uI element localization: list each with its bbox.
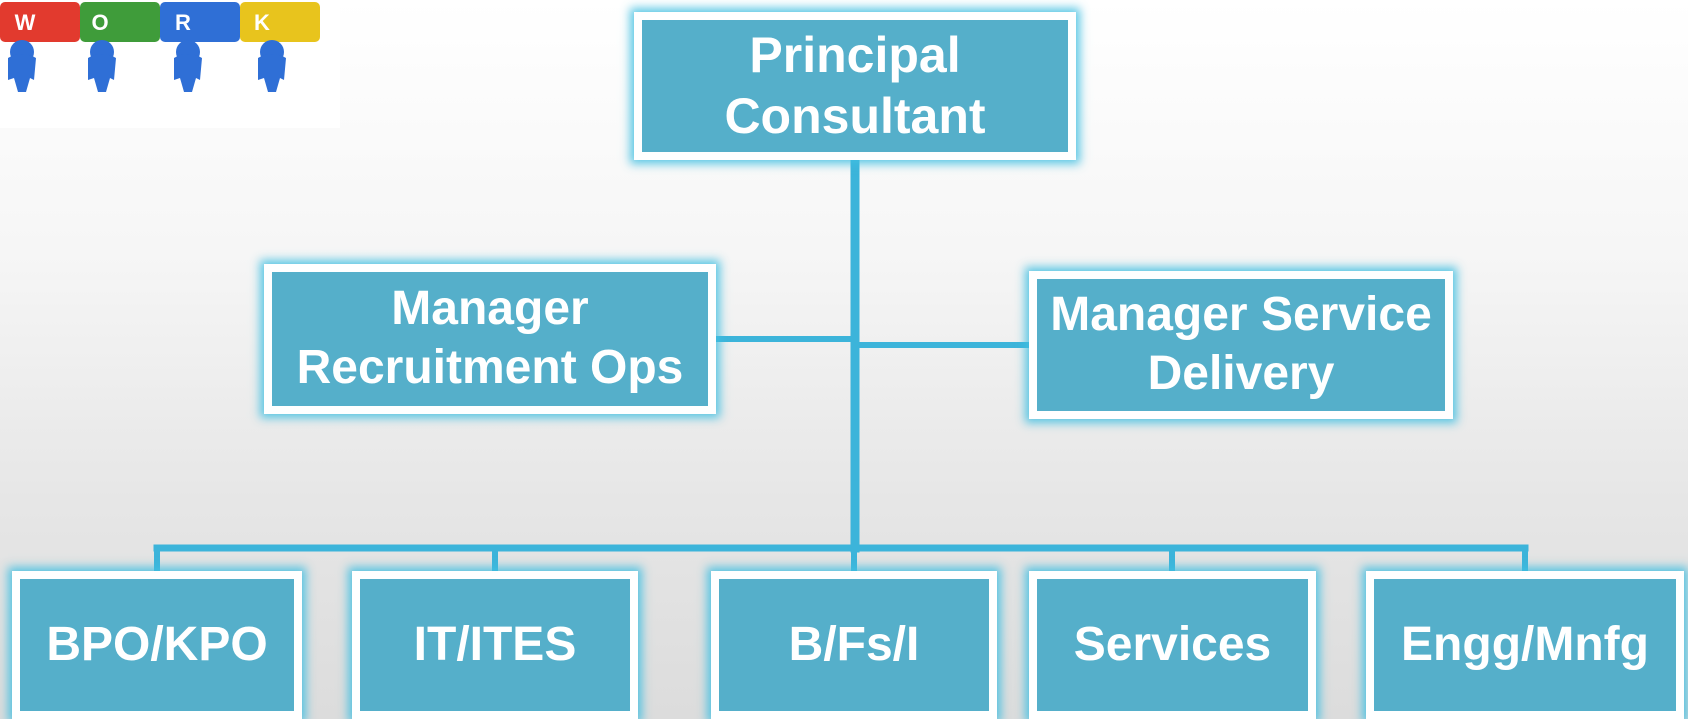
vertical-box-bfsi: B/Fs/I: [711, 571, 997, 719]
teamwork-logo: W O R K: [0, 0, 340, 128]
vertical-label-bpo-kpo: BPO/KPO: [46, 617, 268, 671]
manager-service-delivery-line-1: Manager Service: [1050, 288, 1432, 342]
manager-recruitment-ops-box: Manager Recruitment Ops: [264, 264, 716, 414]
puzzle-letter-3: R: [175, 10, 191, 35]
vertical-label-bfsi: B/Fs/I: [788, 617, 920, 671]
manager-recruitment-ops-line-1: Manager: [391, 282, 589, 336]
puzzle-piece-4: [240, 2, 320, 42]
people-figures: [8, 40, 286, 92]
puzzle-letter-1: W: [15, 10, 36, 35]
teamwork-puzzle-image: W O R K: [0, 2, 320, 92]
vertical-label-engg-mnfg: Engg/Mnfg: [1401, 617, 1649, 671]
vertical-box-bpo-kpo: BPO/KPO: [12, 571, 302, 719]
puzzle-letter-4: K: [254, 10, 270, 35]
principal-consultant-label: Principal Consultant: [724, 25, 985, 147]
manager-service-delivery-box: Manager Service Delivery: [1029, 271, 1453, 419]
vertical-box-services: Services: [1029, 571, 1316, 719]
person-figure-4: [258, 40, 286, 92]
puzzle-piece-2: [80, 2, 160, 42]
person-figure-2: [88, 40, 116, 92]
vertical-label-it-ites: IT/ITES: [413, 617, 577, 671]
manager-service-delivery-label: Manager Service Delivery: [1050, 286, 1432, 403]
manager-recruitment-ops-line-2: Recruitment Ops: [296, 341, 684, 394]
manager-recruitment-ops-label: Manager Recruitment Ops: [297, 280, 684, 397]
vertical-box-engg-mnfg: Engg/Mnfg: [1366, 571, 1684, 719]
vertical-label-services: Services: [1073, 617, 1272, 671]
principal-consultant-box: Principal Consultant: [634, 12, 1076, 160]
manager-service-delivery-line-2: Delivery: [1147, 347, 1335, 400]
puzzle-piece-3: [160, 2, 240, 42]
puzzle-piece-1: [0, 2, 80, 42]
person-figure-3: [174, 40, 202, 92]
principal-consultant-line-1: Principal: [749, 27, 961, 83]
person-figure-1: [8, 40, 36, 92]
vertical-box-it-ites: IT/ITES: [352, 571, 638, 719]
puzzle-letter-2: O: [91, 10, 108, 35]
principal-consultant-line-2: Consultant: [724, 88, 986, 144]
